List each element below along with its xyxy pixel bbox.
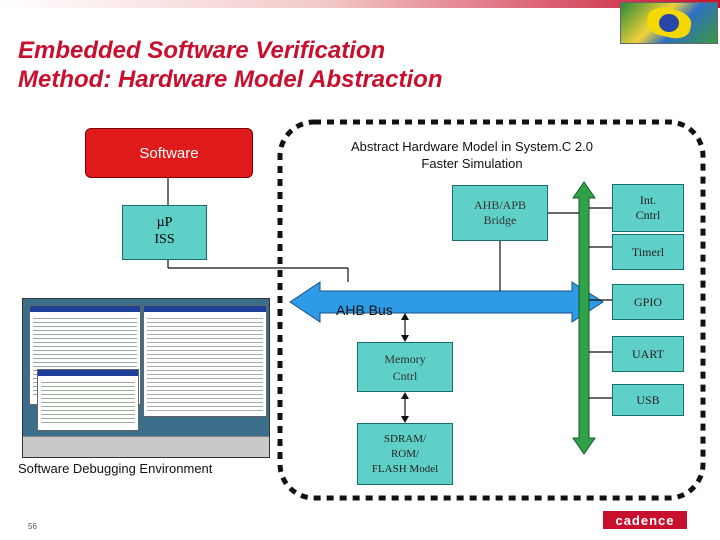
peripheral-label: USB bbox=[636, 393, 659, 408]
peripheral-label: Timerl bbox=[632, 245, 664, 260]
sdram-line1: SDRAM/ bbox=[358, 432, 452, 447]
peripheral-label: Cntrl bbox=[636, 208, 661, 223]
peripheral-usb: USB bbox=[612, 384, 684, 416]
sdram-line3: FLASH Model bbox=[358, 462, 452, 477]
iss-label-line1: µP bbox=[123, 214, 206, 231]
bridge-line2: Bridge bbox=[453, 213, 547, 228]
peripheral-label: GPIO bbox=[634, 295, 662, 310]
ahb-bus-label: AHB Bus bbox=[336, 302, 393, 318]
peripheral-gpio: GPIO bbox=[612, 284, 684, 320]
cadence-logo: cadence bbox=[603, 511, 687, 529]
memory-line2: Cntrl bbox=[358, 368, 452, 385]
sdram-line2: ROM/ bbox=[358, 447, 452, 462]
slide-number: 56 bbox=[28, 522, 37, 531]
iss-box: µP ISS bbox=[122, 205, 207, 260]
bridge-line1: AHB/APB bbox=[453, 198, 547, 213]
abstract-hw-title: Abstract Hardware Model in System.C 2.0 … bbox=[322, 138, 622, 172]
debugger-window-bottom bbox=[37, 369, 139, 431]
peripheral-label: Int. bbox=[640, 193, 656, 208]
software-label: Software bbox=[139, 145, 198, 162]
debugger-screenshot bbox=[22, 298, 270, 458]
peripheral-label: UART bbox=[632, 347, 664, 362]
debugger-taskbar bbox=[23, 436, 269, 457]
abstract-title-line2: Faster Simulation bbox=[322, 155, 622, 172]
software-box: Software bbox=[85, 128, 253, 178]
peripheral-timer: Timerl bbox=[612, 234, 684, 270]
peripheral-uart: UART bbox=[612, 336, 684, 372]
sdram-flash-box: SDRAM/ ROM/ FLASH Model bbox=[357, 423, 453, 485]
iss-label-line2: ISS bbox=[123, 231, 206, 248]
memory-controller-box: Memory Cntrl bbox=[357, 342, 453, 392]
peripheral-int-cntrl: Int. Cntrl bbox=[612, 184, 684, 232]
abstract-title-line1: Abstract Hardware Model in System.C 2.0 bbox=[322, 138, 622, 155]
debugger-window-right bbox=[143, 305, 267, 417]
debug-caption: Software Debugging Environment bbox=[18, 461, 212, 476]
ahb-apb-bridge-box: AHB/APB Bridge bbox=[452, 185, 548, 241]
memory-line1: Memory bbox=[358, 351, 452, 368]
